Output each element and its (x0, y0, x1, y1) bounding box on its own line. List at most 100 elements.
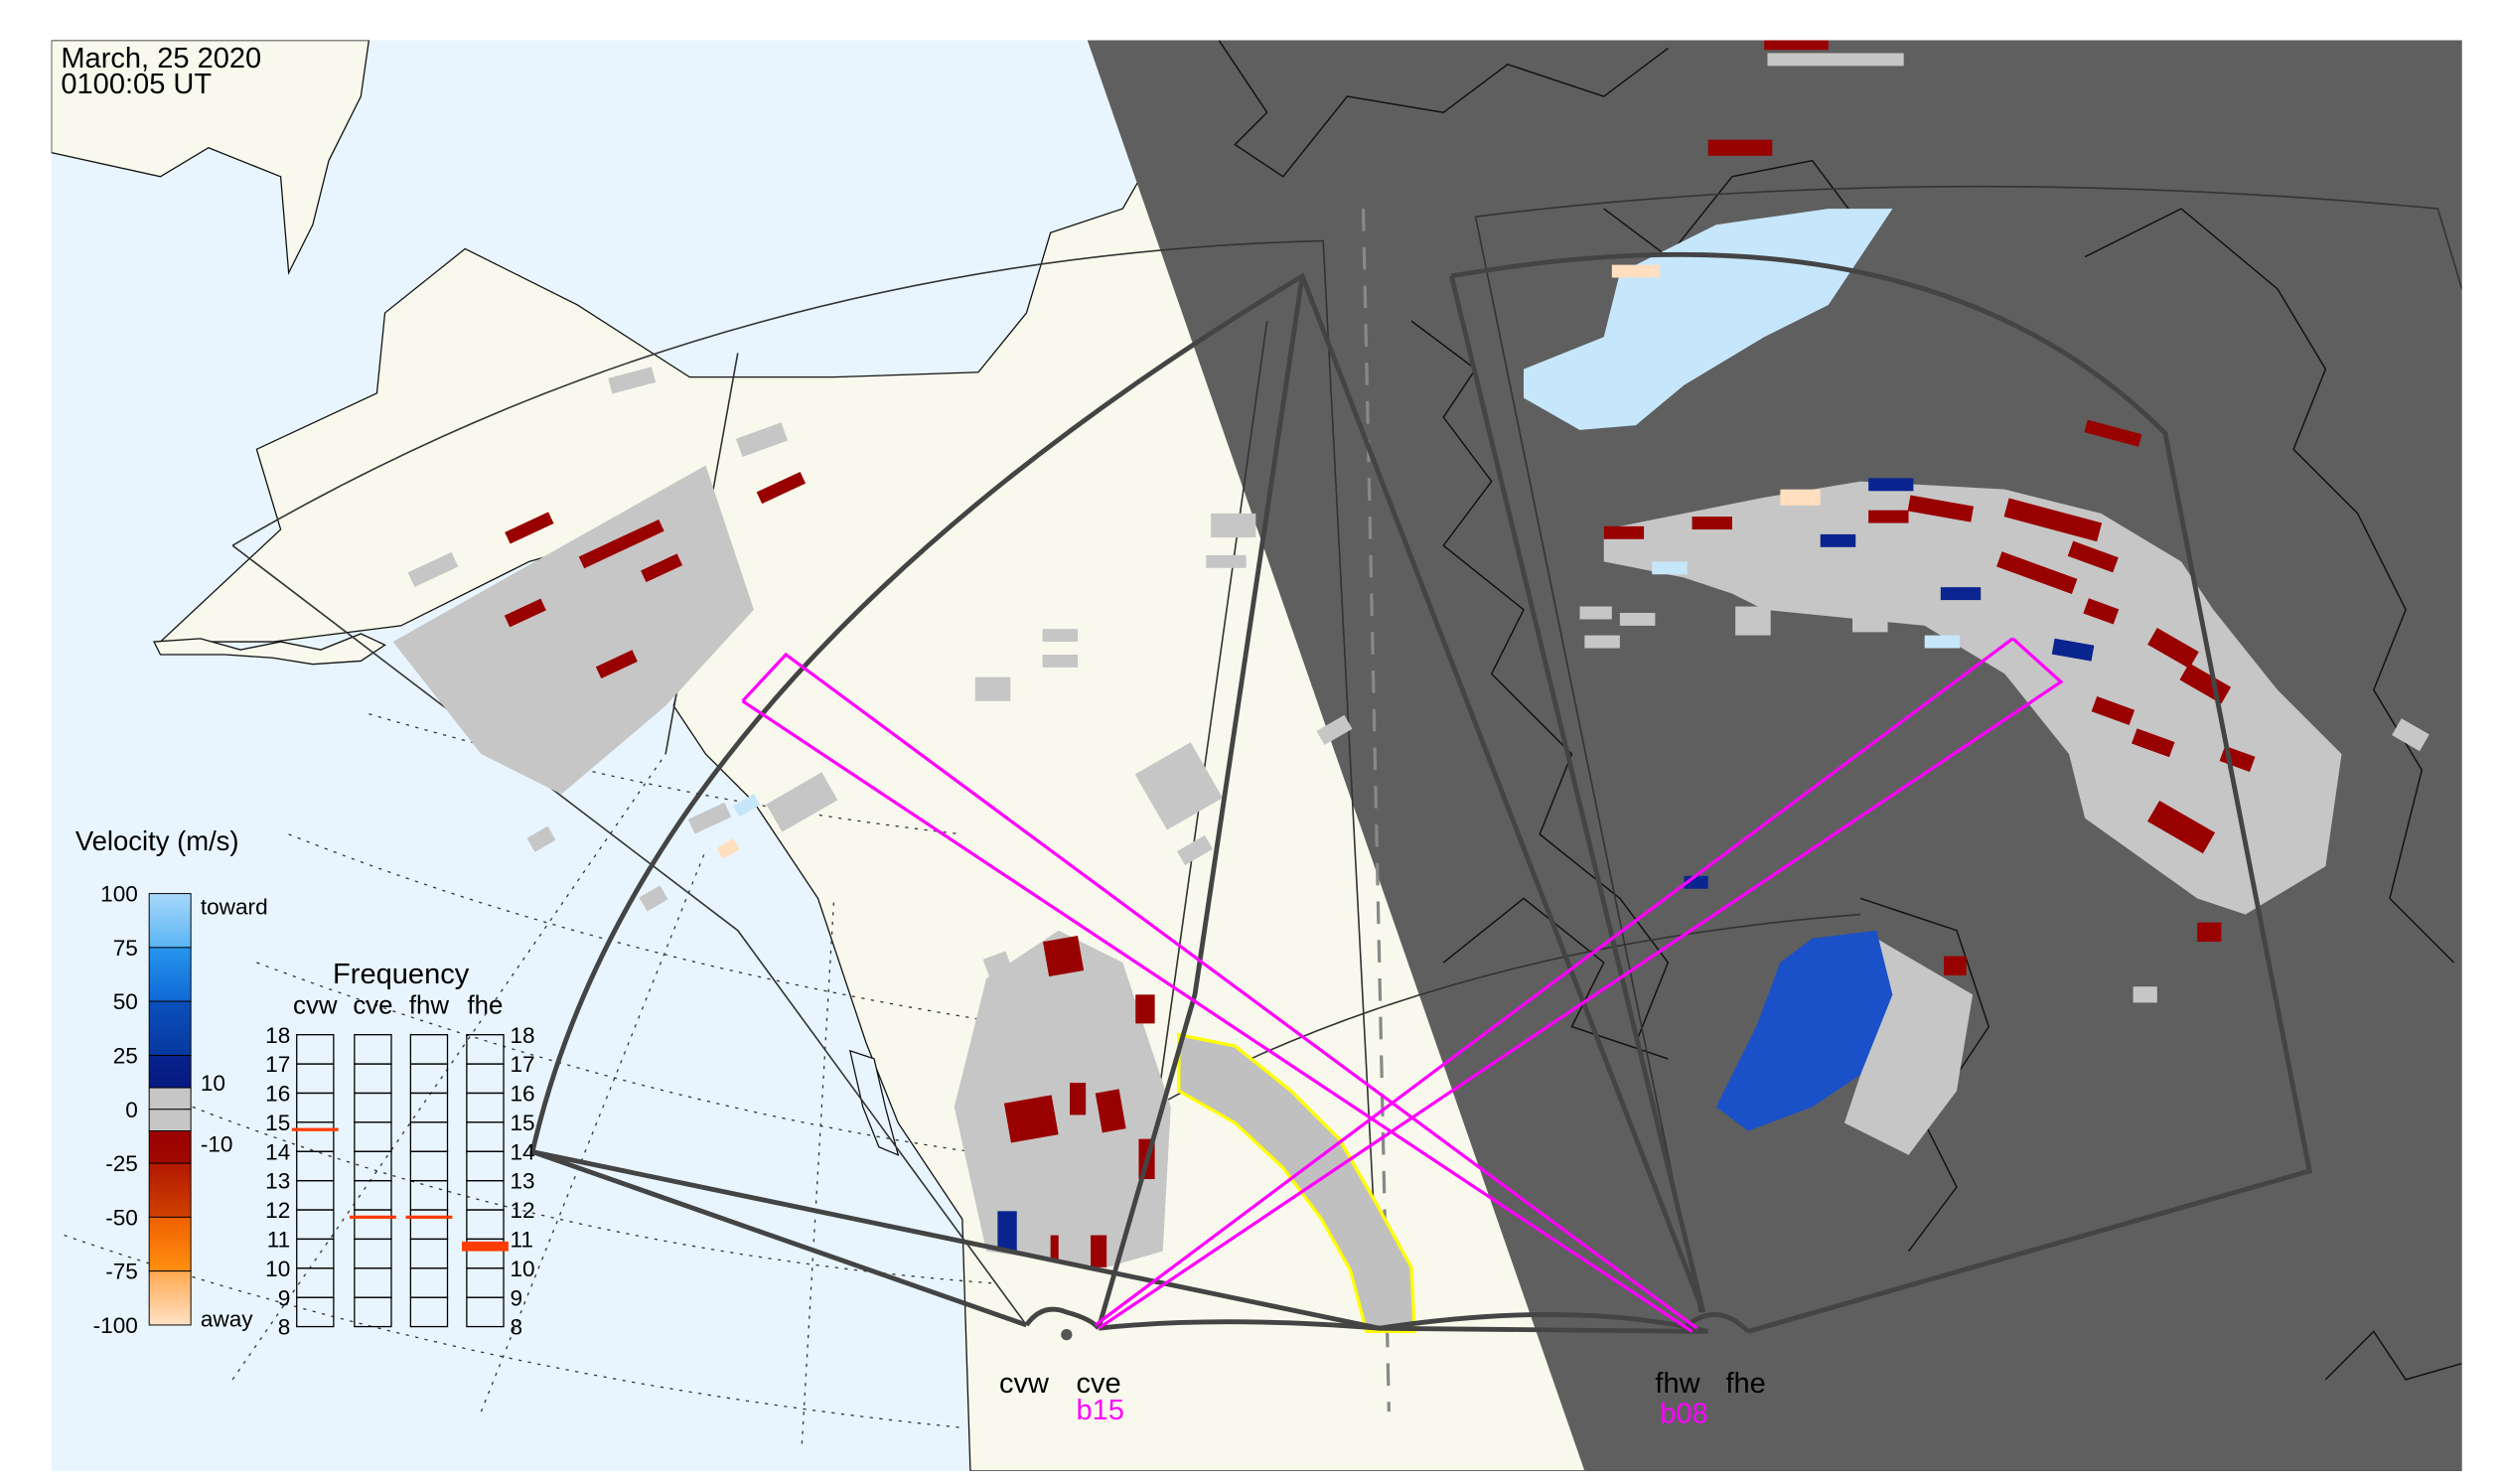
scatter-cell (578, 519, 664, 569)
land-siberia (51, 40, 370, 276)
scatter-cell (1070, 1083, 1087, 1115)
radar-fov-thin (231, 185, 2462, 1326)
colorbar-segment (148, 947, 192, 1002)
graticule (64, 713, 1027, 1444)
scatter-cell (1812, 564, 1848, 614)
colorbar-segment (148, 1087, 192, 1111)
frequency-tick-left: 11 (267, 1227, 290, 1252)
scatter-cell (1176, 834, 1214, 866)
scatter-cell (1735, 606, 1771, 636)
scatter-cell (1042, 629, 1079, 643)
radar-fov-thick (529, 251, 2313, 1334)
frequency-tick-left: 13 (265, 1169, 290, 1194)
colorbar-segment (148, 1270, 192, 1326)
date-label: March, 25 2020 (61, 43, 261, 74)
scatter-cell (505, 512, 554, 544)
scatter-cell (2147, 628, 2199, 669)
scatter-cell (639, 885, 668, 912)
frequency-tick-left: 15 (265, 1111, 290, 1135)
colorbar-tick: 100 (100, 882, 138, 907)
scatter-cell (1707, 139, 1773, 156)
scatter-cell (1868, 478, 1914, 492)
toward-label: toward (201, 895, 268, 920)
selected-range-band (1177, 1032, 1416, 1334)
scatter-cell (756, 471, 807, 505)
beam-lines (741, 637, 2064, 1333)
frequency-tick-right: 16 (510, 1082, 534, 1107)
station-cvw: cvw (999, 1368, 1050, 1400)
scatter-cell (732, 794, 761, 817)
frequency-tick-right: 17 (510, 1052, 534, 1077)
frequency-cell (466, 1296, 505, 1328)
frequency-tick-right: 13 (510, 1169, 534, 1194)
frequency-tick-right: 8 (510, 1315, 522, 1340)
scatter-cell (1134, 742, 1223, 830)
frequency-radar-label: cvw (293, 992, 338, 1020)
scatter-cell (997, 1211, 1017, 1252)
colorbar-tick: -100 (93, 1313, 138, 1338)
colorbar-segment (148, 1130, 192, 1164)
scatter-cell (716, 837, 740, 859)
scatter-cell (974, 676, 1011, 701)
scatter-cell (766, 772, 838, 832)
scatter-cell (2197, 922, 2222, 943)
frequency-tick-left: 18 (265, 1023, 290, 1048)
scatter-cell (1206, 554, 1247, 568)
scatter-cell (504, 598, 546, 628)
frequency-radar-label: cve (353, 992, 392, 1020)
beam-cve-b15 (1094, 637, 2064, 1330)
scatter-cell (2133, 986, 2157, 1003)
scatter-cell (1042, 654, 1079, 668)
frequency-cell (409, 1296, 449, 1328)
colorbar-segment (148, 1109, 192, 1131)
scatter-cell (2003, 498, 2103, 542)
scatter-cell (608, 367, 657, 394)
scatter-cell (1764, 40, 1829, 51)
beam-label-cve: b15 (1076, 1395, 1123, 1426)
scatter-cell (1820, 533, 1856, 547)
scatter-cell (1042, 935, 1085, 977)
colorbar-tick: 25 (113, 1044, 138, 1069)
frequency-marker (350, 1215, 396, 1219)
scatter-cell (1852, 613, 1888, 633)
scatter-cell (1050, 1235, 1059, 1260)
frequency-tick-right: 18 (510, 1023, 534, 1048)
radar-site-cv (1061, 1328, 1073, 1341)
scatter-cell (1211, 513, 1256, 538)
meridian-dashed (1361, 209, 1391, 1412)
beam-label-fhe: b08 (1660, 1398, 1707, 1429)
scatter-cell (1316, 714, 1353, 745)
scatter-cell (1619, 613, 1656, 626)
colorbar-tick: 0 (125, 1098, 138, 1122)
frequency-tick-left: 17 (265, 1052, 290, 1077)
scatter-cell (687, 802, 732, 834)
scatter-cell (1603, 525, 1645, 539)
frequency-radar-label: fhw (409, 992, 450, 1020)
station-fhw: fhw (1655, 1368, 1700, 1400)
scatter-cell (1095, 1089, 1126, 1133)
station-cve: cve (1076, 1368, 1120, 1400)
frequency-tick-right: 14 (510, 1139, 534, 1164)
scatter-cell (1907, 495, 1975, 522)
scatter-cell (1091, 1235, 1107, 1267)
frequency-marker (291, 1127, 339, 1131)
colorbar-tick: 75 (113, 936, 138, 961)
scatter-cell (1611, 264, 1661, 278)
away-label: away (201, 1307, 253, 1332)
scatter-region (392, 465, 754, 795)
colorbar-tick: -75 (105, 1260, 138, 1284)
scatter-cell (2067, 540, 2119, 573)
scatter-cell (2083, 598, 2120, 625)
colorbar-segment (148, 1162, 192, 1218)
frequency-tick-left: 10 (265, 1257, 290, 1281)
frequency-cell (354, 1296, 392, 1328)
scatter-cell (595, 650, 638, 679)
legend-title: Velocity (m/s) (75, 825, 239, 856)
frequency-cell (296, 1296, 335, 1328)
scatter-cell (2132, 728, 2175, 758)
frequency-tick-left: 14 (265, 1139, 290, 1164)
scatter-cell (1924, 635, 1961, 649)
scatter-cell (735, 422, 789, 458)
